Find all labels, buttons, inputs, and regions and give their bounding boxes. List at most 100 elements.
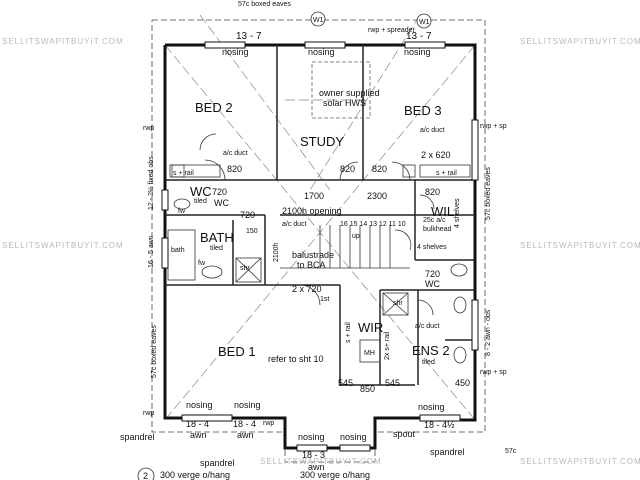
room-bed1: BED 1 [218, 344, 256, 359]
floor-waste-label: fw [178, 208, 186, 215]
tiled-label: tiled [210, 245, 223, 252]
watermark-text: SELLITSWAPITBUYIT.COM [2, 241, 124, 250]
watermark-text: SELLITSWAPITBUYIT.COM [520, 37, 640, 46]
eaves-label: 57c [505, 448, 517, 455]
nosing-label: nosing [298, 432, 325, 442]
tiled-label: tiled [194, 198, 207, 205]
dim-top-left: 13 - 7 [236, 31, 262, 42]
window-tag: W1 [419, 19, 430, 26]
balustrade-label: to BCA [297, 260, 326, 270]
door-width-label: 820 [425, 187, 440, 197]
markers [137, 11, 432, 480]
solar-label: owner supplied [319, 88, 380, 98]
room-study: STUDY [300, 134, 344, 149]
window-tag: W1 [313, 17, 324, 24]
shelf-rail-label: s + rail [173, 170, 194, 177]
door-width-label: 820 [227, 164, 242, 174]
nosing-label: nosing [340, 432, 367, 442]
opening-label: 2100h opening [282, 206, 342, 216]
stairs [280, 225, 412, 269]
floor-waste-label: fw [198, 260, 206, 267]
solar-label: solar HWS [323, 98, 366, 108]
door-width-label: 2 x 620 [421, 150, 451, 160]
rwp-label: rwp [143, 410, 154, 417]
door-swings [199, 133, 435, 316]
shelves-label: 4 shelves [417, 244, 447, 251]
watermark-text: SELLITSWAPITBUYIT.COM [260, 457, 382, 466]
room-wc: WC [190, 184, 212, 199]
ac-duct-label: a/c duct [282, 221, 307, 228]
door-width-label: 720 [212, 187, 227, 197]
bulkhead-label: bulkhead [423, 226, 452, 233]
eaves-label: 57c boxed eaves [485, 167, 492, 220]
eaves-label: 57c boxed eaves [151, 325, 158, 378]
shelf-rail-label: s + rail [345, 322, 352, 343]
door-width-label: 2 x 720 [292, 284, 322, 294]
nosing-label: nosing [404, 47, 431, 57]
bath-tub-label: bath [171, 247, 185, 254]
shelf-rail-label: s + rail [436, 170, 457, 177]
rwp-label: rwp + sp [480, 369, 507, 376]
room-bed2: BED 2 [195, 100, 233, 115]
ac-duct-label: a/c duct [223, 150, 248, 157]
tiled-label: tiled [422, 359, 435, 366]
watermark-text: SELLITSWAPITBUYIT.COM [2, 37, 124, 46]
room-ens2: ENS 2 [412, 343, 450, 358]
nosing-label: nosing [308, 47, 335, 57]
eaves-outline [151, 19, 486, 463]
ac-duct-label: a/c duct [415, 323, 440, 330]
bulkhead-label: 25c a/c [423, 217, 446, 224]
dim-top-right: 13 - 7 [406, 31, 432, 42]
verge-label: 300 verge o/hang [160, 470, 230, 480]
awning-label: awn [190, 430, 207, 440]
spandrel-label: spandrel [200, 458, 235, 468]
first-tread-label: 1st [320, 296, 329, 303]
fixtures [167, 164, 471, 364]
watermark-text: SELLITSWAPITBUYIT.COM [520, 241, 640, 250]
nosing-label: nosing [418, 402, 445, 412]
dim-2300: 2300 [367, 191, 387, 201]
exterior-walls [163, 43, 477, 450]
rwp-label: rwp + sp [480, 123, 507, 130]
window-spec-label: 8 - 2 awn - obs [485, 309, 492, 356]
spandrel-label: spandrel [430, 447, 465, 457]
nosing-label: nosing [186, 400, 213, 410]
dim-bottom: 18 - 4 [186, 419, 209, 429]
shower-label: shr [393, 300, 403, 307]
dim-545: 545 [385, 378, 400, 388]
dim-150: 150 [246, 228, 258, 235]
dim-bottom: 18 - 3 [302, 450, 325, 460]
stair-up-label: up [352, 233, 360, 240]
balustrade-label: balustrade [292, 250, 334, 260]
dim-bottom: 18 - 4½ [424, 420, 455, 430]
interior-walls [165, 45, 475, 386]
spandrel-label: spandrel [120, 432, 155, 442]
awning-label: awn [237, 430, 254, 440]
linen-label: 2100h [273, 242, 280, 262]
dim-545: 545 [338, 378, 353, 388]
shelf-rail-label: 2x s+ rail [384, 331, 391, 360]
rwp-label: rwp [263, 420, 274, 427]
windows [161, 41, 479, 452]
dim-450: 450 [455, 378, 470, 388]
solar-hws-box [311, 61, 371, 119]
reference-label: refer to sht 10 [268, 354, 324, 364]
window-spec-label: 12 - 2½ fixed obs [147, 156, 155, 210]
room-wir: WIR [358, 320, 383, 335]
watermarks: SELLITSWAPITBUYIT.COM SELLITSWAPITBUYIT.… [2, 37, 640, 466]
shelves-label: 4 shelves [454, 198, 461, 228]
spout-label: spout [393, 429, 416, 439]
watermark-text: SELLITSWAPITBUYIT.COM [520, 457, 640, 466]
awning-label: awn [308, 462, 325, 472]
verge-label: 300 verge o/hang [300, 470, 370, 480]
dim-1700: 1700 [304, 191, 324, 201]
eaves-label-top: 57c boxed eaves [238, 1, 291, 8]
window-spec-label: 16 - 5 awn [148, 235, 155, 268]
room-bath: BATH [200, 230, 234, 245]
nosing-label: nosing [234, 400, 261, 410]
stair-numbers: 16 15 14 13 12 11 10 [340, 221, 406, 228]
shower-label: shr [240, 265, 250, 272]
door-width-label: 720 [240, 210, 255, 220]
door-width-label: 820 [372, 164, 387, 174]
